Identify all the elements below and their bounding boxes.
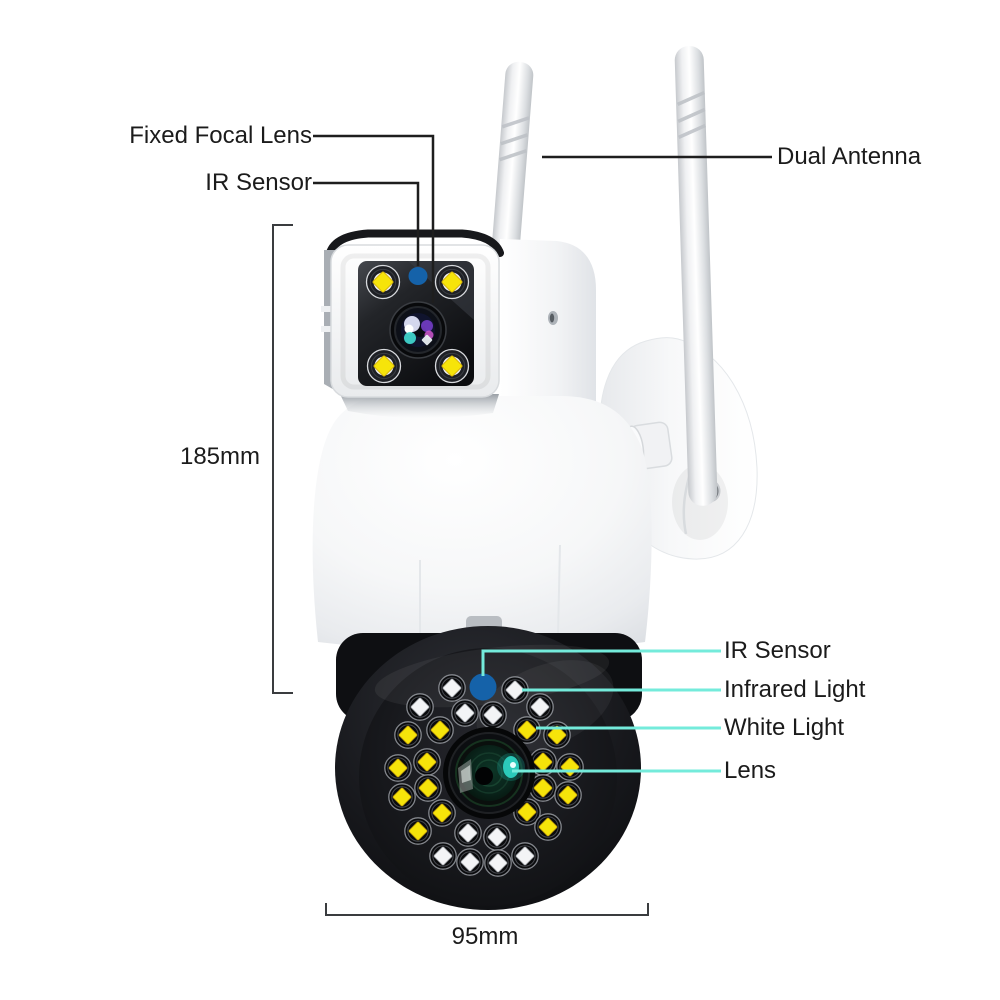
module-top-cap bbox=[325, 229, 504, 261]
dim-line-width bbox=[325, 903, 649, 916]
label-infrared-light: Infrared Light bbox=[724, 676, 866, 703]
label-lens: Lens bbox=[724, 757, 777, 784]
callout-line-fixed-focal-lens bbox=[313, 134, 435, 303]
left-antenna-grooves bbox=[499, 116, 530, 162]
label-dual-antenna: Dual Antenna bbox=[777, 143, 922, 170]
label-white-light: White Light bbox=[724, 714, 845, 741]
dim-line-height bbox=[272, 224, 293, 694]
callout-lines bbox=[272, 134, 772, 916]
module-lens bbox=[389, 301, 447, 359]
right-antenna-grooves bbox=[676, 90, 707, 139]
dome-lens bbox=[443, 727, 535, 819]
bottom-dome bbox=[335, 626, 642, 910]
callout-line-ir-sensor-top bbox=[313, 181, 420, 266]
module-leds bbox=[365, 264, 470, 384]
label-ir-sensor-top: IR Sensor bbox=[205, 169, 312, 196]
module-under-shadow bbox=[340, 394, 499, 419]
right-antenna bbox=[674, 45, 718, 506]
module-ir-dot bbox=[408, 267, 428, 285]
dome-leds bbox=[384, 674, 584, 877]
label-fixed-focal-lens: Fixed Focal Lens bbox=[129, 122, 312, 149]
callout-line-ir-sensor-bottom bbox=[481, 649, 721, 676]
label-width-dimension: 95mm bbox=[451, 923, 519, 950]
label-height-dimension: 185mm bbox=[179, 443, 260, 470]
label-ir-sensor-bottom: IR Sensor bbox=[724, 637, 831, 664]
neck-screw bbox=[548, 311, 558, 325]
dome-ir-dot bbox=[469, 673, 497, 701]
top-camera-module bbox=[321, 229, 504, 398]
camera-head bbox=[312, 394, 652, 652]
